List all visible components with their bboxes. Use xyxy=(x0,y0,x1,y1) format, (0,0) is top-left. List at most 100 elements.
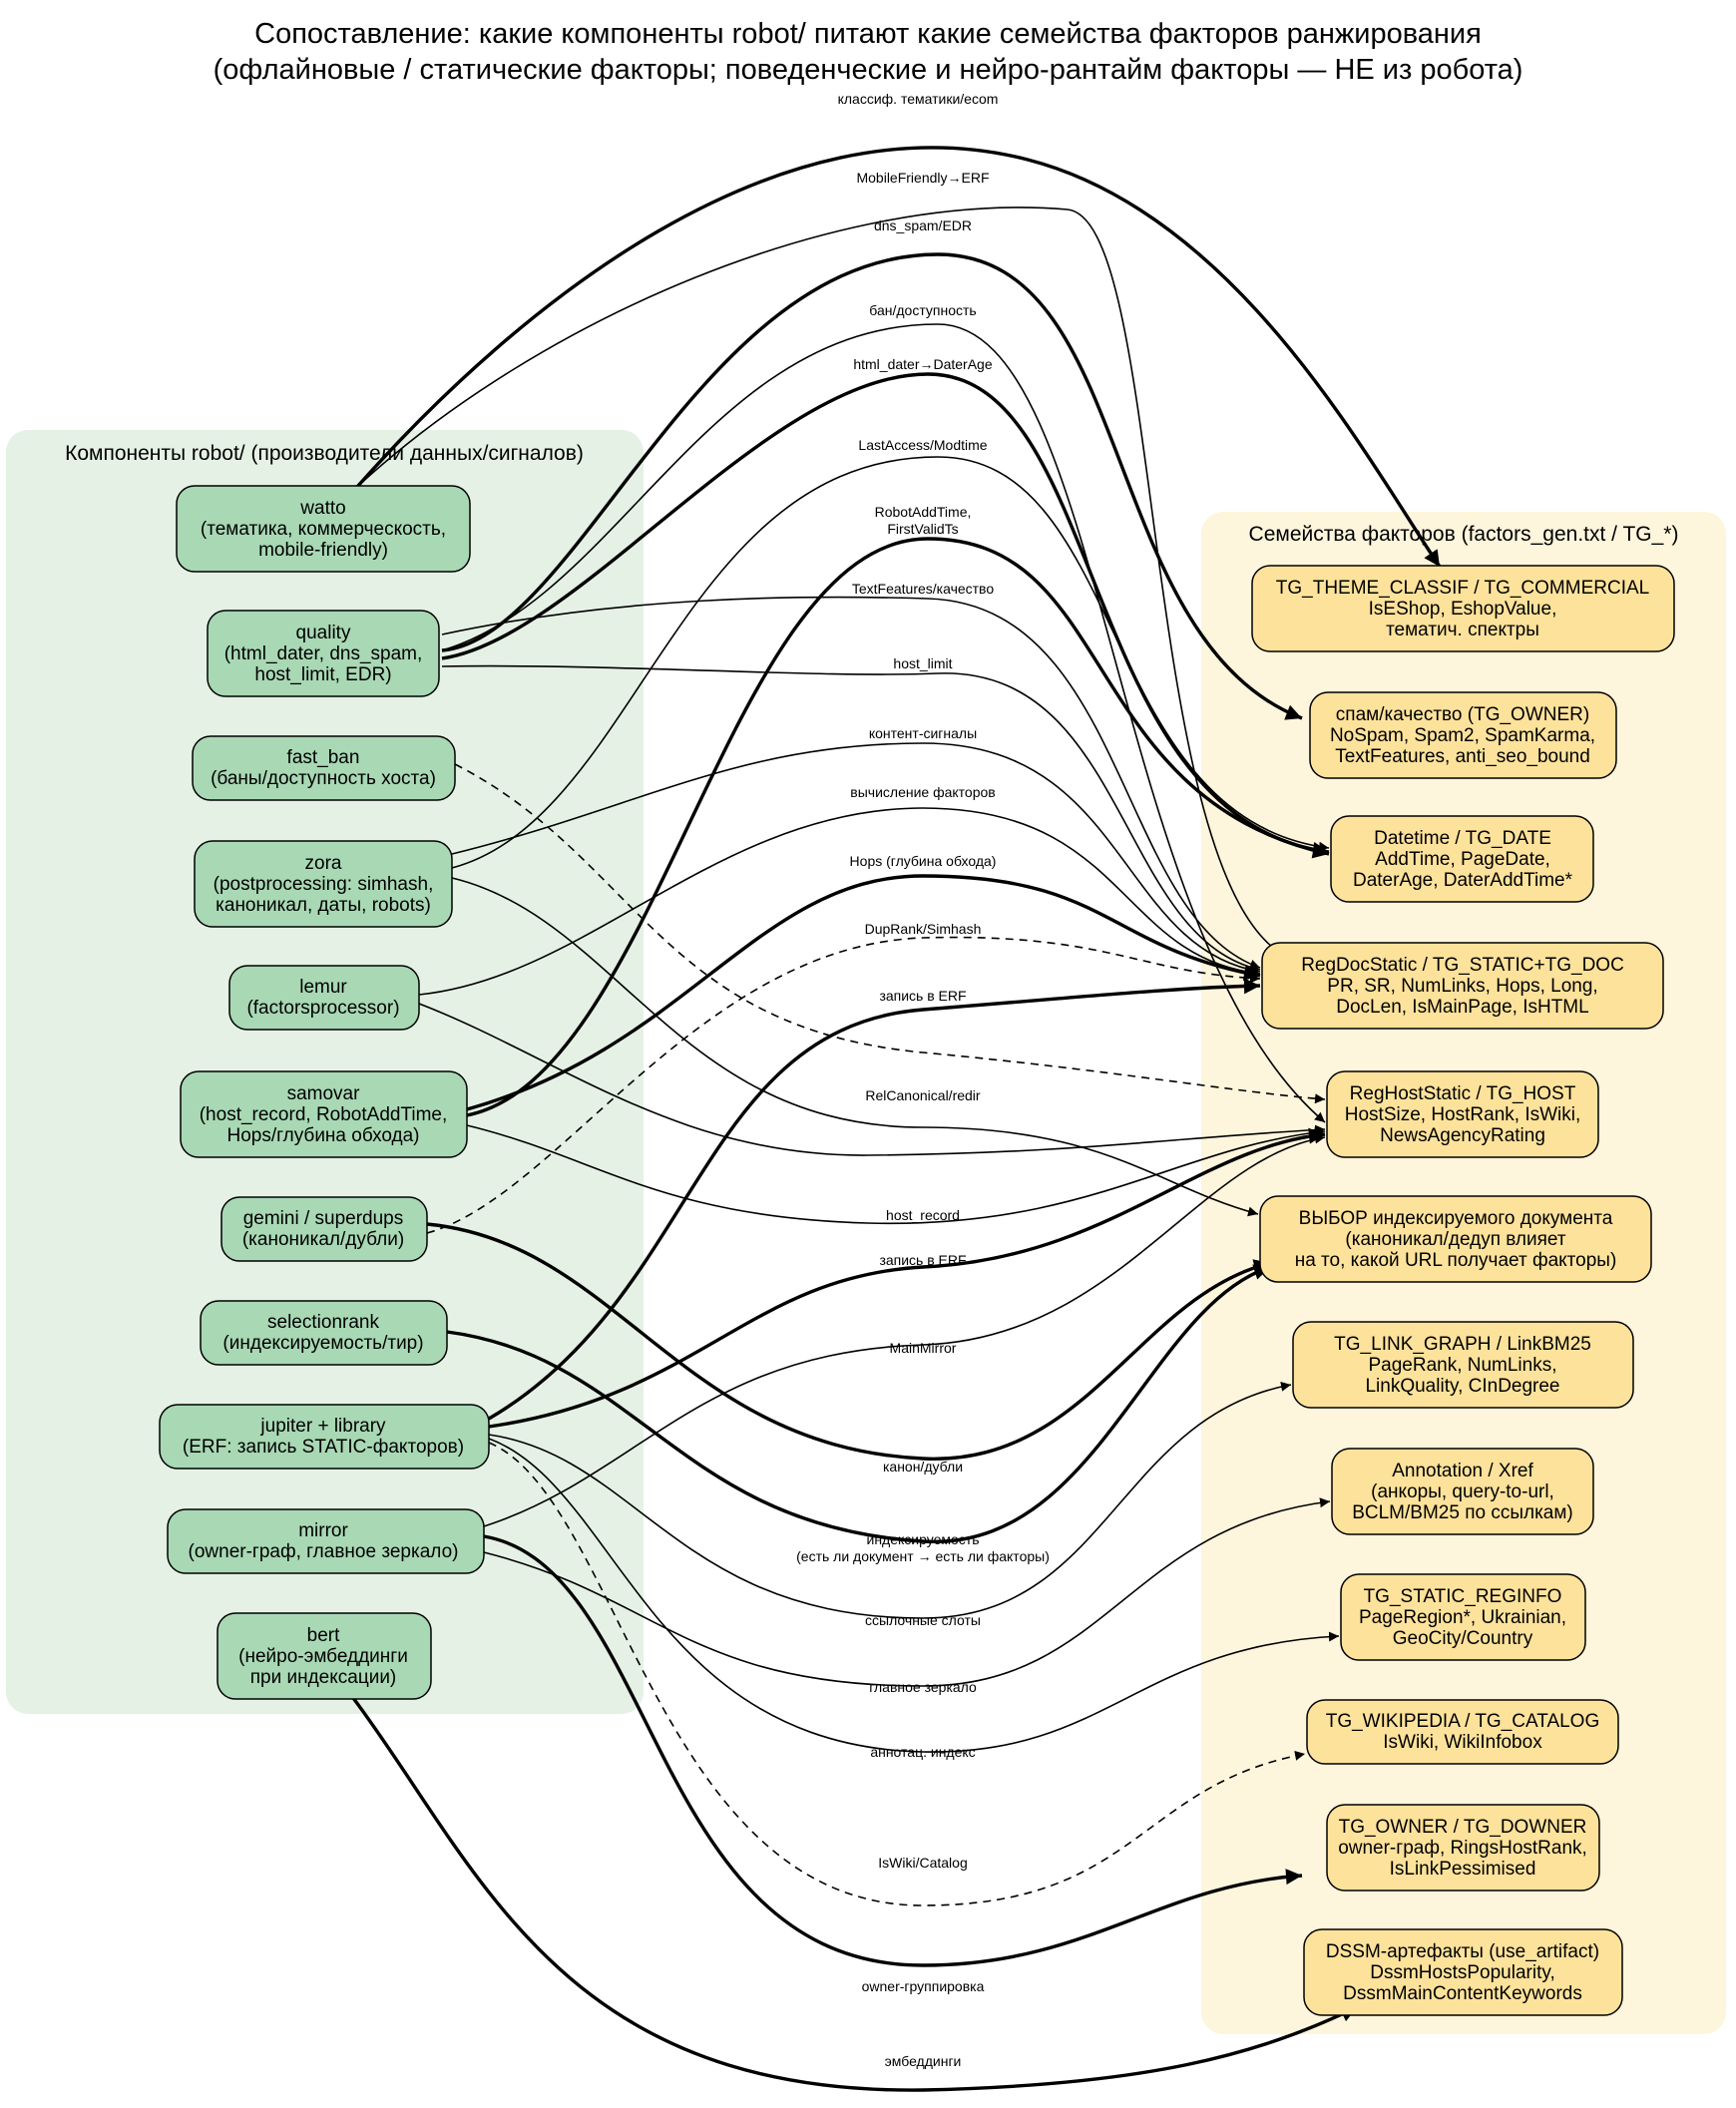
edge-label: owner-группировка xyxy=(862,1978,985,1994)
edge-label: контент-сигналы xyxy=(869,725,977,741)
node-document-choice[interactable]: ВЫБОР индексируемого документа(каноникал… xyxy=(1259,1195,1652,1283)
edge-mirror-owner xyxy=(483,1534,1303,1967)
edge-label: индексируемость(есть ли документ → есть … xyxy=(796,1531,1050,1564)
cluster-left-title: Компоненты robot/ (производители данных/… xyxy=(65,442,584,465)
edge-label: DupRank/Simhash xyxy=(865,921,982,937)
edge-samovar-reghost xyxy=(466,1124,1326,1225)
edge-quality-date xyxy=(441,372,1330,858)
edge-mirror-owner-mainmirror xyxy=(483,1497,1331,1687)
edge-label: бан/доступность xyxy=(869,302,976,318)
edge-watto-theme xyxy=(355,146,1442,568)
node-spam-quality[interactable]: спам/качество (TG_OWNER)NoSpam, Spam2, S… xyxy=(1309,691,1617,779)
node-samovar[interactable]: samovar(host_record, RobotAddTime,Hops/г… xyxy=(180,1070,468,1158)
svg-text:lemur(factorsprocessor): lemur(factorsprocessor) xyxy=(246,977,399,1019)
edge-label: RelCanonical/redir xyxy=(865,1087,981,1103)
cluster-right-title: Семейства факторов (factors_gen.txt / TG… xyxy=(1249,523,1679,546)
edge-label: MainMirror xyxy=(890,1340,957,1356)
edge-label: аннотац. индекс xyxy=(870,1744,975,1760)
edge-label: TextFeatures/качество xyxy=(852,581,994,597)
edge-jupiter-wiki xyxy=(488,1442,1306,1906)
node-mirror[interactable]: mirror(owner-граф, главное зеркало) xyxy=(167,1508,485,1574)
edge-quality-regdoc-text xyxy=(441,596,1261,970)
edge-quality-regdoc-hostlimit xyxy=(441,664,1261,973)
edge-selectionrank-choice xyxy=(446,1264,1271,1543)
edge-jupiter-linkgraph xyxy=(488,1381,1292,1619)
svg-text:fast_ban(баны/доступность хост: fast_ban(баны/доступность хоста) xyxy=(211,747,436,789)
edge-bert-dssm xyxy=(351,1696,1358,2092)
edge-label: LastAccess/Modtime xyxy=(858,437,987,453)
edge-label: MobileFriendly→ERF xyxy=(856,170,989,186)
edge-label: ссылочные слоты xyxy=(865,1612,981,1628)
svg-text:quality(html_dater, dns_spam,h: quality(html_dater, dns_spam,host_limit,… xyxy=(224,623,423,685)
edge-label: dns_spam/EDR xyxy=(874,217,972,233)
svg-text:ВЫБОР индексируемого документа: ВЫБОР индексируемого документа(каноникал… xyxy=(1295,1208,1617,1271)
edge-zora-regdoc xyxy=(451,742,1261,976)
edge-fastban-reghost xyxy=(441,323,1326,1123)
svg-text:спам/качество (TG_OWNER)NoSpam: спам/качество (TG_OWNER)NoSpam, Spam2, S… xyxy=(1330,704,1595,767)
svg-text:Annotation / Xref(анкоры, quer: Annotation / Xref(анкоры, query-to-url,B… xyxy=(1352,1461,1573,1523)
edge-label: классиф. тематики/ecom xyxy=(838,91,999,107)
edge-jupiter-annotation xyxy=(488,1438,1340,1753)
node-jupiter[interactable]: jupiter + library(ERF: запись STATIC-фак… xyxy=(159,1404,490,1470)
diagram-title-line1: Сопоставление: какие компоненты robot/ п… xyxy=(254,18,1482,50)
edge-label: запись в ERF xyxy=(879,1252,966,1268)
svg-text:jupiter + library(ERF: запись: jupiter + library(ERF: запись STATIC-фак… xyxy=(183,1416,464,1458)
svg-text:samovar(host_record, RobotAddT: samovar(host_record, RobotAddTime,Hops/г… xyxy=(200,1083,448,1146)
edge-quality-spam xyxy=(441,252,1303,720)
node-lemur[interactable]: lemur(factorsprocessor) xyxy=(228,965,420,1031)
edge-gemini-regdoc xyxy=(426,936,1261,1234)
edge-labels-group: классиф. тематики/ecom MobileFriendly→ER… xyxy=(796,91,1050,2069)
node-zora[interactable]: zora(postprocessing: simhash,каноникал, … xyxy=(194,840,453,928)
node-fast-ban[interactable]: fast_ban(баны/доступность хоста) xyxy=(192,735,456,801)
svg-text:gemini / superdups(каноникал/д: gemini / superdups(каноникал/дубли) xyxy=(242,1208,404,1250)
edge-lemur-reghost xyxy=(418,1003,1326,1156)
edge-label: канон/дубли xyxy=(883,1459,963,1475)
svg-text:mirror(owner-граф, главное зер: mirror(owner-граф, главное зеркало) xyxy=(189,1520,459,1562)
node-gemini[interactable]: gemini / superdups(каноникал/дубли) xyxy=(220,1196,428,1262)
svg-text:zora(postprocessing: simhash,к: zora(postprocessing: simhash,каноникал, … xyxy=(214,853,434,916)
edge-label: html_dater→DaterAge xyxy=(853,356,993,372)
node-dssm-artifacts[interactable]: DSSM-артефакты (use_artifact)DssmHostsPo… xyxy=(1303,1928,1623,2016)
node-quality[interactable]: quality(html_dater, dns_spam,host_limit,… xyxy=(207,610,440,697)
edge-label: RobotAddTime,FirstValidTs xyxy=(875,504,972,537)
edges-group xyxy=(351,146,1442,2092)
edge-label: вычисление факторов xyxy=(850,784,995,800)
node-watto[interactable]: watto(тематика, коммерческость,mobile-fr… xyxy=(176,485,471,573)
diagram-title-line2: (офлайновые / статические факторы; повед… xyxy=(214,54,1523,86)
edge-label: IsWiki/Catalog xyxy=(878,1855,967,1871)
edge-samovar-regdoc xyxy=(466,874,1261,1111)
edge-fastban-reghost-dashed xyxy=(454,763,1326,1104)
edge-label: эмбеддинги xyxy=(885,2053,962,2069)
svg-text:selectionrank(индексируемость/: selectionrank(индексируемость/тир) xyxy=(222,1312,423,1354)
edge-samovar-date xyxy=(466,537,1330,1117)
edge-lemur-regdoc xyxy=(418,807,1261,996)
node-selectionrank[interactable]: selectionrank(индексируемость/тир) xyxy=(200,1300,448,1366)
edge-label: host_record xyxy=(886,1207,960,1223)
edge-zora-choice xyxy=(451,877,1259,1217)
edge-gemini-choice xyxy=(426,1222,1271,1461)
left-nodes-group: watto(тематика, коммерческость,mobile-fr… xyxy=(159,485,490,1700)
edge-watto-regdoc xyxy=(356,207,1294,961)
edge-label: запись в ERF xyxy=(879,988,966,1004)
node-annotation[interactable]: Annotation / Xref(анкоры, query-to-url,B… xyxy=(1331,1448,1594,1535)
edge-jupiter-regdoc xyxy=(488,978,1261,1421)
svg-text:watto(тематика, коммерческость: watto(тематика, коммерческость,mobile-fr… xyxy=(201,498,446,561)
edge-jupiter-reghost xyxy=(488,1127,1326,1429)
